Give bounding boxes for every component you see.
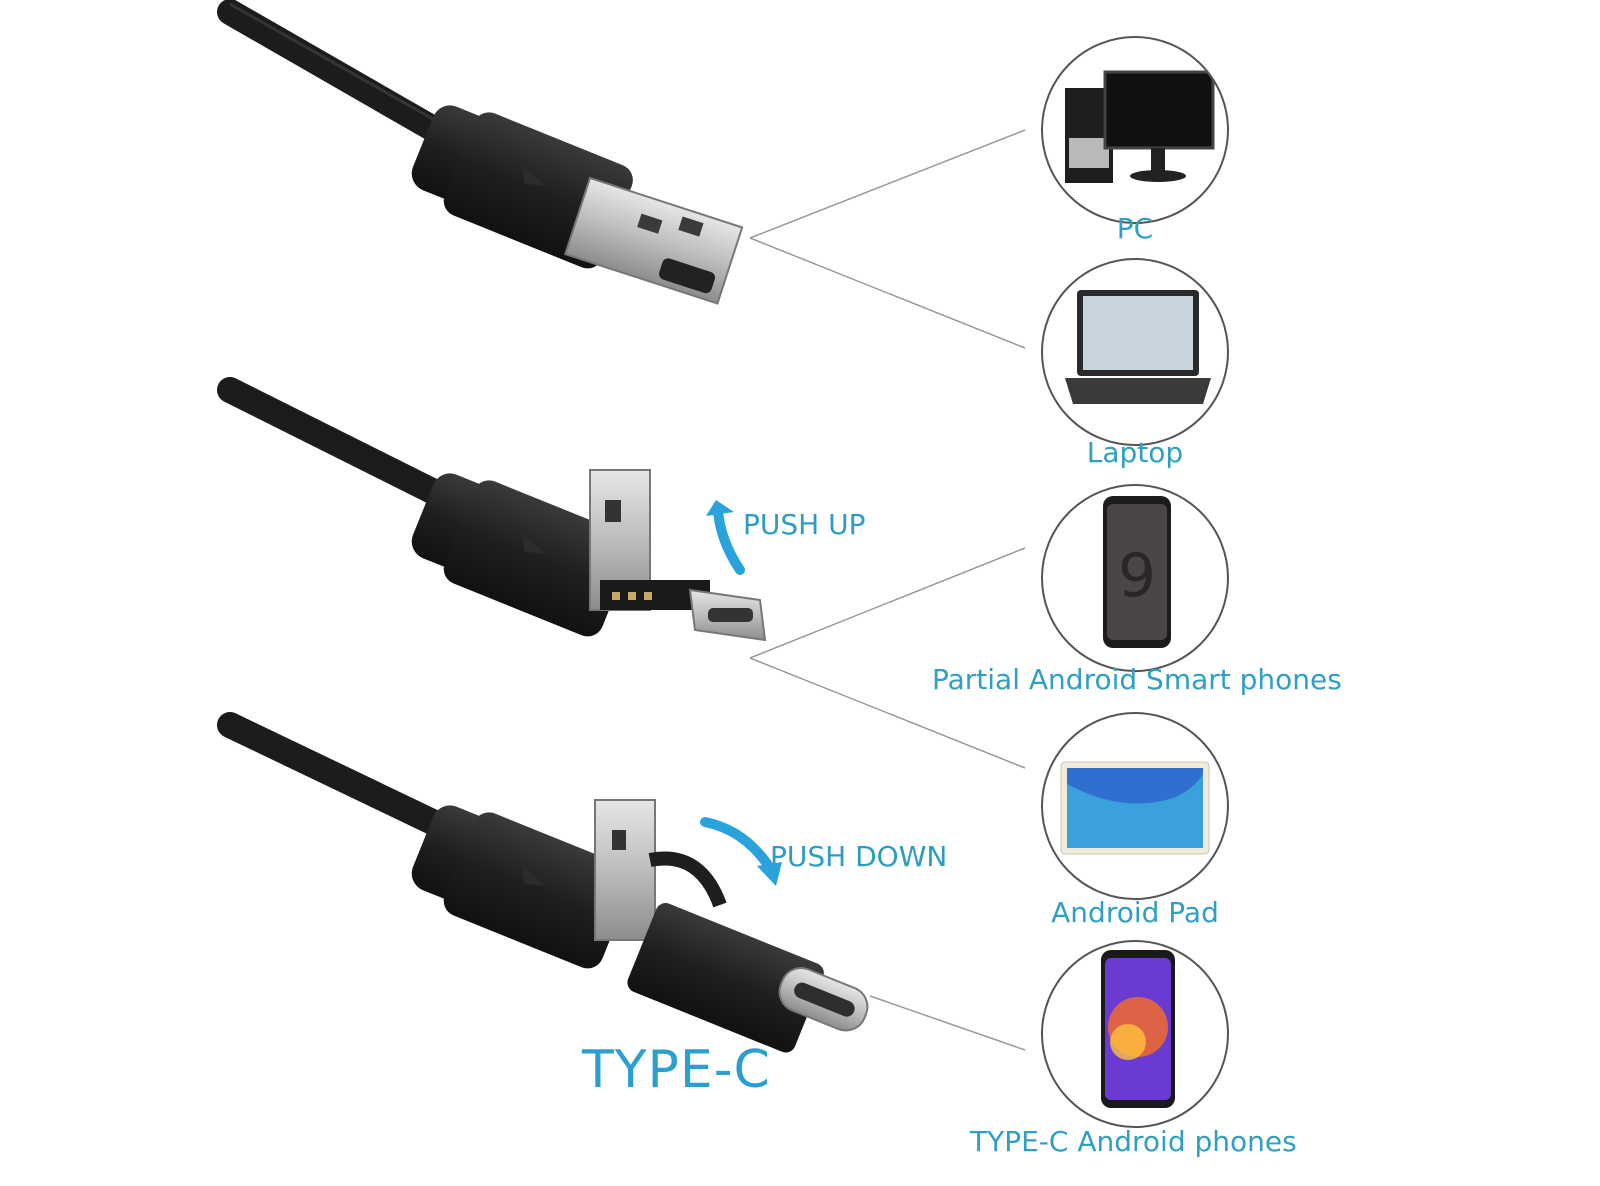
usb-a-connector	[217, 0, 744, 305]
device-label-smartphone: Partial Android Smart phones	[932, 663, 1342, 696]
svg-text:9: 9	[1118, 541, 1156, 611]
typec-phone-icon	[1101, 950, 1175, 1108]
desktop-pc-icon	[1065, 70, 1215, 183]
device-circle-pc	[1041, 36, 1229, 224]
device-circle-typec-phone	[1041, 940, 1229, 1128]
device-label-typec-phone: TYPE-C Android phones	[970, 1125, 1297, 1158]
leader-lines	[749, 129, 1026, 1051]
smartphone-icon: 9	[1103, 496, 1171, 648]
type-c-connector	[217, 712, 869, 1053]
push-down-label: PUSH DOWN	[770, 840, 948, 873]
device-circle-laptop	[1041, 258, 1229, 446]
tablet-icon	[1060, 761, 1210, 855]
type-c-caption: TYPE-C	[582, 1040, 771, 1100]
device-circle-tablet	[1041, 712, 1229, 900]
push-up-label: PUSH UP	[743, 508, 866, 541]
micro-usb-connector	[217, 377, 767, 642]
device-label-tablet: Android Pad	[1051, 896, 1219, 929]
device-circle-smartphone: 9	[1041, 484, 1229, 672]
device-label-laptop: Laptop	[1086, 436, 1184, 469]
device-label-pc: PC	[1116, 212, 1154, 245]
laptop-icon	[1065, 290, 1211, 404]
